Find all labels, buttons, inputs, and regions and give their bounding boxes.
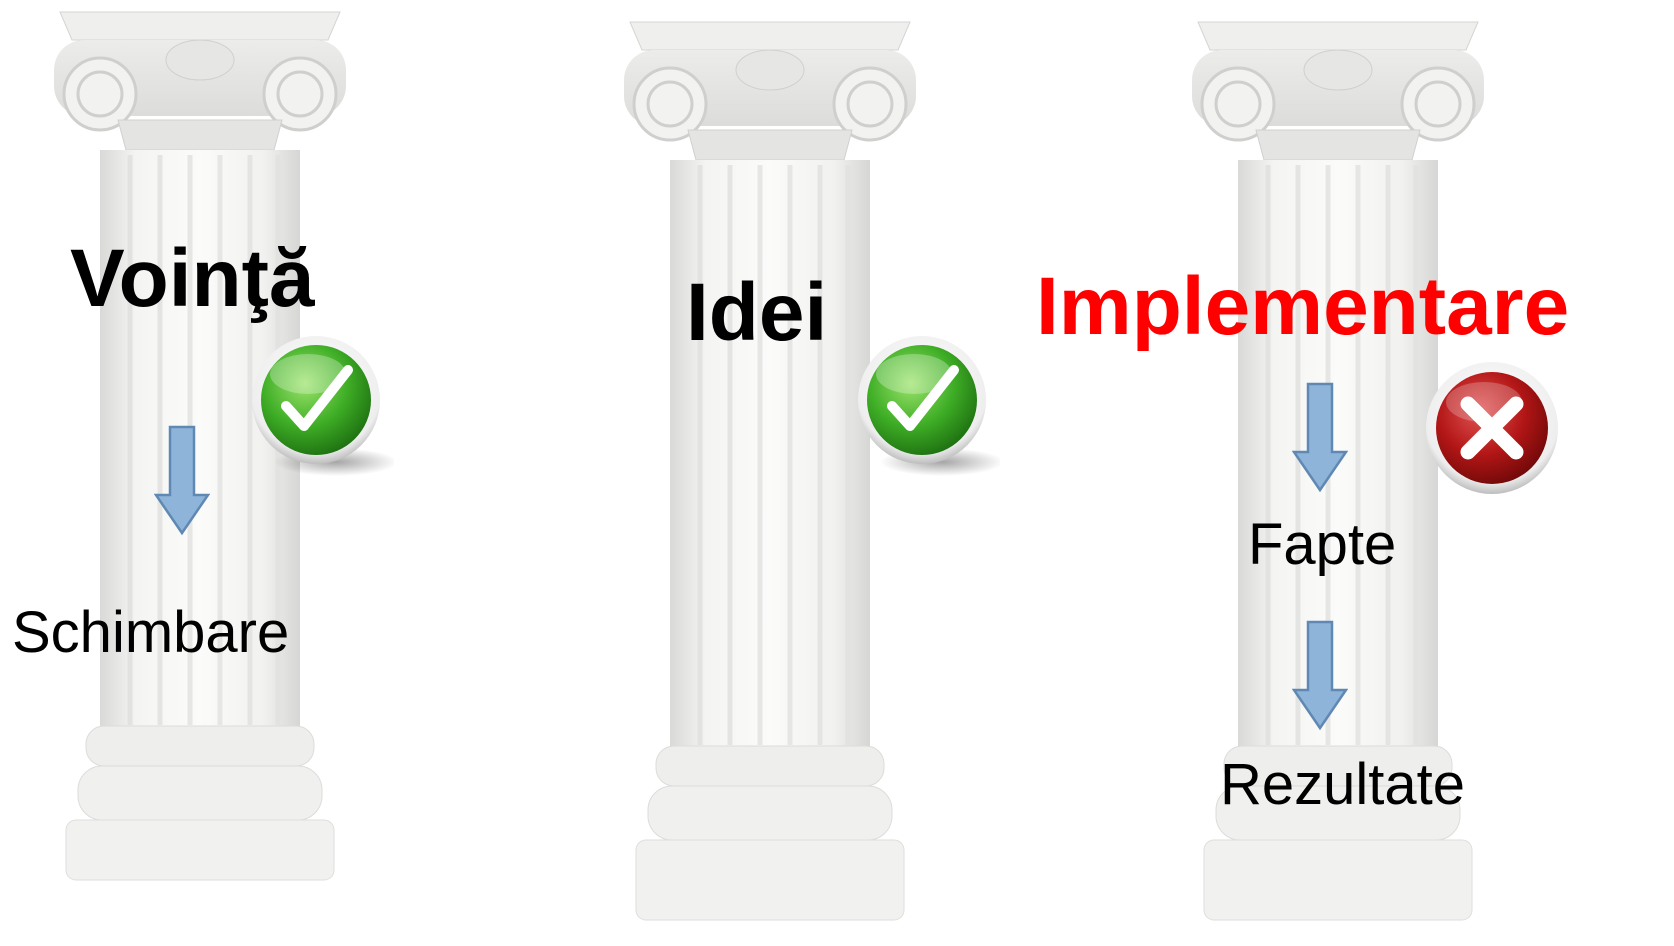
down-arrow-icon [1292,620,1348,732]
down-arrow-icon [1292,382,1348,494]
pillar-title-implementare: Implementare [1036,266,1569,348]
result-rezultate: Rezultate [1220,756,1465,814]
result-fapte: Fapte [1248,516,1396,574]
check-icon [850,330,1000,480]
pillar-title-idei: Idei [686,272,827,354]
pillar-title-vointa: Voinţă [70,238,314,320]
down-arrow-icon [154,425,210,537]
check-icon [244,330,394,480]
cross-icon [1420,356,1570,506]
result-schimbare: Schimbare [12,604,289,662]
